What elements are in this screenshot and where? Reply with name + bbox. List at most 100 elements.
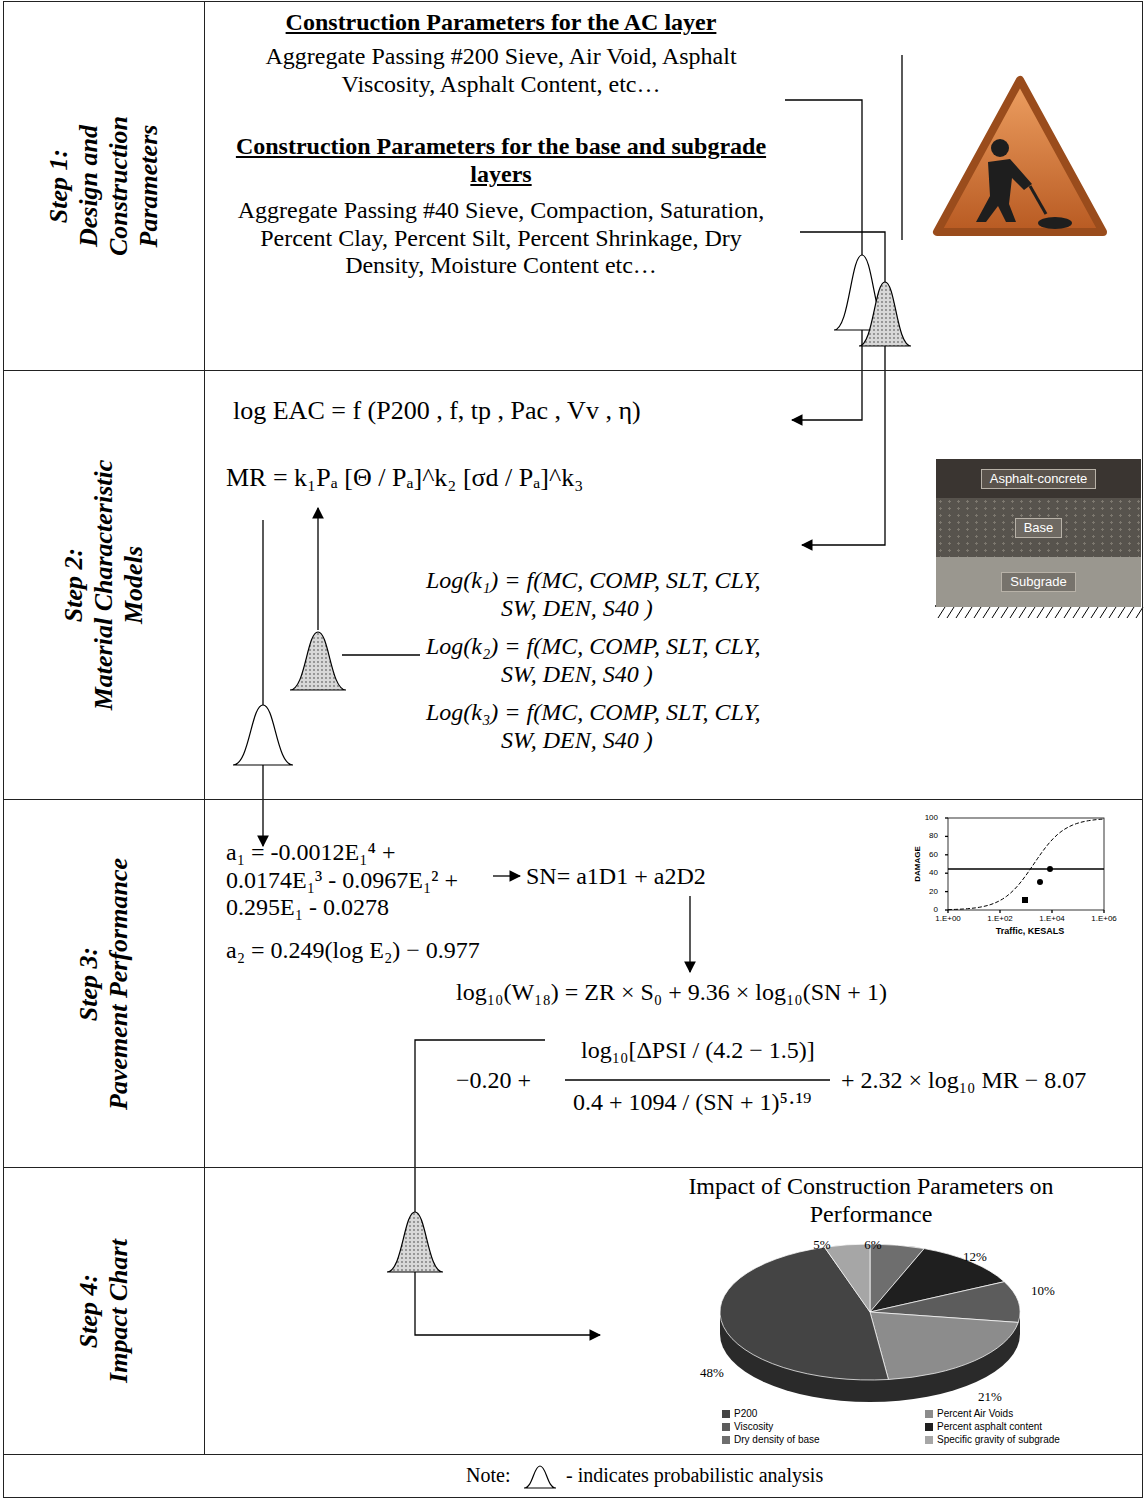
step-label-cell: Step 1:Design and Construction Parameter… [3,1,205,371]
worker-head [991,139,1009,157]
road-work-sign [937,80,1103,232]
step-title: Impact Chart [104,1181,134,1441]
probability-bell-symbol [387,1212,443,1272]
flow-arrow [493,875,520,876]
ground-hatch [1019,607,1026,618]
pavement-layer: Asphalt-concrete [936,459,1141,499]
ground-hatch [947,607,954,618]
probability-bell-symbol [233,705,293,765]
legend-entry: P200 [722,1408,757,1420]
flow-arrow [415,1272,600,1335]
data-point [1037,879,1043,885]
percent-label: 10% [1031,1284,1055,1297]
legend-entry: Percent Air Voids [925,1408,1013,1420]
leader-line [262,520,263,705]
axis-tick [947,910,948,913]
leader-line [342,654,420,655]
legend-swatch [722,1423,730,1431]
equation: a₂ = 0.249(log E₂) − 0.977 [226,937,546,965]
axis-tick-label: 0 [934,906,938,914]
rotated-step-label: Step 1:Design and Construction Parameter… [44,66,164,306]
layer-label: Subgrade [1001,572,1075,593]
flow-arrow [262,765,263,846]
axis-tick-label: 80 [929,832,938,840]
fraction-bar [565,1079,830,1080]
rotated-step-label: Step 3:Pavement Performance [74,814,134,1154]
legend-entry: Percent asphalt content [925,1421,1042,1433]
legend-entry: Viscosity [722,1421,773,1433]
damage-curve [948,819,1104,910]
content-cell: Note: - indicates probabilistic analysis [3,1454,1143,1498]
shovel [1030,186,1046,214]
content-cell: Asphalt-concreteBaseSubgradelog EAC = f … [204,370,1143,800]
ground-hatch [956,607,963,618]
rotated-step-label: Step 2:Material Characteristic Models [59,435,149,735]
data-point [1047,866,1053,872]
axis-tick-label: 40 [929,869,938,877]
legend-entry: Specific gravity of subgrade [925,1434,1060,1446]
equation: a₁ = -0.0012E₁⁴ + 0.0174E₁³ - 0.0967E₁² … [226,839,494,922]
ground-hatch [1055,607,1062,618]
axis-tick [999,910,1000,913]
rotated-step-label: Step 4:Impact Chart [74,1181,134,1441]
legend-text: Specific gravity of subgrade [937,1435,1060,1445]
section-heading: Construction Parameters for the AC layer [191,9,811,37]
flow-arrow [802,346,885,545]
axis-tick-label: 100 [925,814,938,822]
axis-tick [945,854,948,855]
ground-hatch [1064,607,1071,618]
percent-label: 48% [700,1366,724,1379]
equation: −0.20 + [456,1067,556,1095]
pavement-layer: Subgrade [936,557,1141,607]
axis-tick-label: 1.E+06 [1091,915,1117,923]
chart-title: Impact of Construction Parameters on Per… [656,1173,1086,1228]
probability-bell-symbol [859,282,911,346]
probability-bell-symbol [290,632,346,690]
step-title: Material Characteristic Models [89,435,149,735]
step-number: Step 1: [44,66,74,306]
equation: Log(k₂) = f(MC, COMP, SLT, CLY, SW, DEN,… [426,633,761,688]
parameter-list: Aggregate Passing #40 Sieve, Compaction,… [221,197,781,280]
ground-hatch [1082,607,1089,618]
percent-label: 12% [963,1250,987,1263]
equation: MR = k₁Pₐ [Θ / Pₐ]^k₂ [σd / Pₐ]^k₃ [226,463,646,493]
leader-line [901,55,902,240]
note-text: - indicates probabilistic analysis [566,1464,966,1487]
ground-hatch [1127,607,1134,618]
ground-hatch [992,607,999,618]
pie-slice [870,1312,1018,1379]
leader-line [800,232,885,282]
ground-hatch [1100,607,1107,618]
ground-hatch [965,607,972,618]
content-cell: Construction Parameters for the AC layer… [204,1,1143,371]
axis-tick [945,836,948,837]
ground-hatch [1028,607,1035,618]
step-label-cell: Step 3:Pavement Performance [3,799,205,1168]
note-text: Note: [466,1464,526,1487]
equation: Log(k₃) = f(MC, COMP, SLT, CLY, SW, DEN,… [426,699,761,754]
legend-swatch [722,1410,730,1418]
pie-chart [720,1244,1020,1380]
section-heading: Construction Parameters for the base and… [221,133,781,188]
layer-label: Asphalt-concrete [981,469,1097,490]
axis-tick [945,891,948,892]
ground-hatch [1001,607,1008,618]
percent-label: 21% [978,1390,1002,1403]
legend-entry: Dry density of base [722,1434,820,1446]
axis-tick-label: 1.E+00 [935,915,961,923]
equation: SN= a1D1 + a2D2 [526,863,766,891]
ground-hatch [1136,607,1143,618]
legend-text: Percent Air Voids [937,1409,1013,1419]
ground-hatch [974,607,981,618]
axis-tick-label: 20 [929,888,938,896]
flow-arrow [317,508,318,630]
equation: log₁₀(W₁₈) = ZR × S₀ + 9.36 × log₁₀(SN +… [456,979,1056,1007]
equation: log EAC = f (P200 , f, tp , Pac , Vv , η… [233,396,793,426]
ground-hatch [1091,607,1098,618]
axis-tick-label: 1.E+02 [987,915,1013,923]
step-label-cell: Step 4:Impact Chart [3,1167,205,1455]
axis-tick [945,873,948,874]
legend-text: P200 [734,1409,757,1419]
legend-text: Percent asphalt content [937,1422,1042,1432]
